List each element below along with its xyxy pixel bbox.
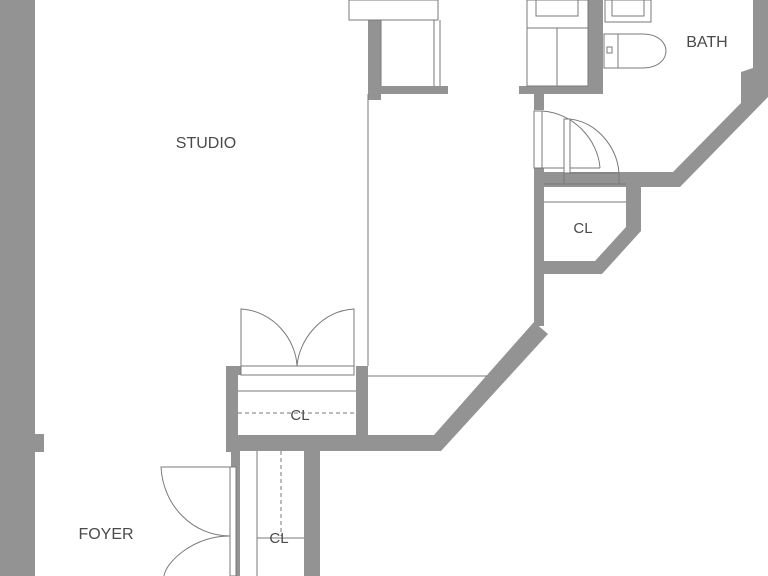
wall-bath-bottom xyxy=(543,86,603,94)
closet-bottom xyxy=(256,451,304,576)
closet-right-door-swing-b xyxy=(569,118,620,174)
label-foyer: FOYER xyxy=(78,526,133,543)
closet-right-door-panel-b xyxy=(563,118,571,174)
closet-right-door-swing-a xyxy=(541,110,601,169)
bath-sink-inner xyxy=(611,0,645,17)
wall-left-exterior xyxy=(0,0,35,576)
foyer-door-panel xyxy=(229,466,237,576)
wall-closet-right-outer xyxy=(544,185,641,274)
kitchen-counter-top xyxy=(348,0,439,21)
wall-bath-exterior-diagonal xyxy=(534,0,768,187)
label-studio: STUDIO xyxy=(176,135,236,152)
wall-closet-right-vertical-b xyxy=(534,168,544,326)
wall-closet-center-bottom xyxy=(226,435,368,451)
foyer-door xyxy=(160,466,237,576)
foyer-door-swing-top xyxy=(160,466,231,537)
closet-right-door-panel-a xyxy=(533,110,543,169)
kitchen-fixtures xyxy=(348,0,441,86)
label-closet-bottom: CL xyxy=(269,530,288,547)
wall-closet-center-right xyxy=(356,366,368,436)
wall-bath-left-stub xyxy=(519,86,543,94)
wall-closet-right-vertical-a xyxy=(534,94,544,110)
closet-center-door-left xyxy=(240,308,298,367)
label-bath: BATH xyxy=(686,34,727,51)
toilet xyxy=(603,33,667,69)
closet-center-door-track xyxy=(240,365,355,376)
partition-lines xyxy=(367,94,487,377)
closet-center-door-right xyxy=(296,308,355,367)
shower-inner xyxy=(535,0,579,17)
room-labels: STUDIO BATH FOYER CL CL CL xyxy=(78,34,727,547)
label-closet-right: CL xyxy=(573,220,592,237)
wall-bath-vertical xyxy=(588,0,603,94)
wall-kitchen-bottom xyxy=(368,86,448,94)
bath-fixtures xyxy=(526,0,667,87)
wall-left-notch xyxy=(35,434,44,452)
wall-closet-bottom-right xyxy=(304,451,320,576)
wall-kitchen-vertical xyxy=(368,20,381,100)
closet-center xyxy=(238,308,356,414)
wall-closet-center-left xyxy=(226,366,238,452)
label-closet-center: CL xyxy=(290,407,309,424)
wall-closet-center-top-left xyxy=(226,366,241,375)
closet-right-doors xyxy=(533,110,626,203)
foyer-door-swing-bottom xyxy=(163,535,231,576)
